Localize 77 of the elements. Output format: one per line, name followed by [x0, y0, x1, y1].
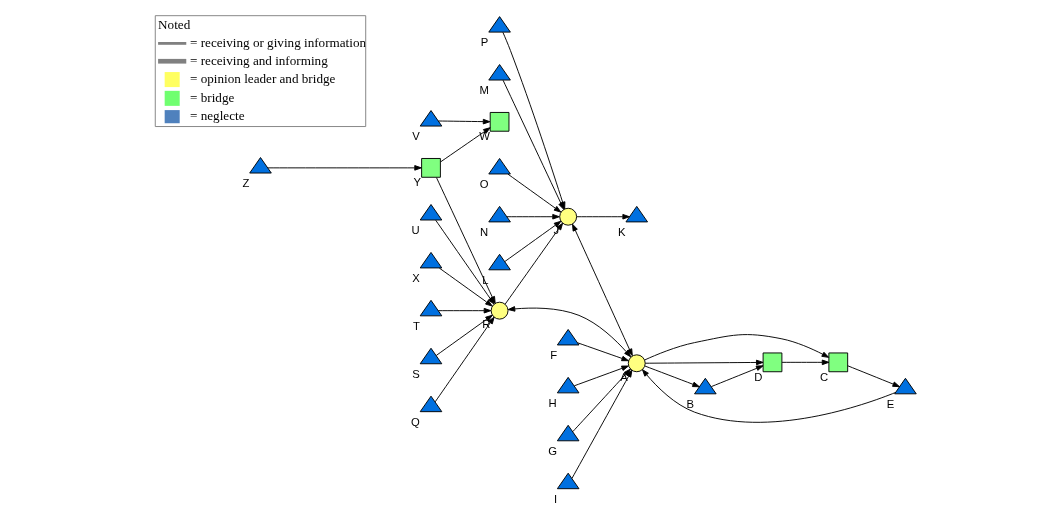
arrow — [504, 220, 562, 262]
node-label: D — [754, 370, 763, 383]
node-triangle — [488, 16, 511, 33]
node-label: L — [482, 273, 489, 286]
arrow — [440, 127, 491, 163]
node-triangle — [488, 253, 511, 271]
arrow — [437, 118, 491, 125]
arrow — [507, 306, 632, 358]
node-label: S — [412, 367, 420, 380]
node-triangle — [419, 110, 443, 127]
node-label: P — [480, 36, 489, 49]
legend-label: = neglecte — [190, 108, 245, 124]
node-triangle — [556, 376, 580, 394]
arrow — [434, 316, 495, 403]
node-triangle — [419, 204, 443, 221]
node-label: Y — [413, 176, 422, 189]
node-box — [762, 352, 783, 373]
arrow — [504, 222, 564, 305]
node-box — [421, 158, 441, 178]
node-label: B — [686, 398, 695, 410]
node-triangle — [488, 64, 511, 81]
node-label: E — [886, 398, 895, 410]
arrow — [644, 359, 764, 366]
arrow — [781, 359, 830, 366]
node-triangle — [419, 395, 443, 413]
arrow — [506, 213, 560, 220]
arrow — [642, 369, 896, 423]
arrow — [710, 365, 764, 388]
legend-label: = receiving or giving information — [190, 34, 367, 50]
node-box — [489, 111, 510, 132]
node-label: N — [480, 226, 489, 239]
node-triangle — [249, 157, 272, 174]
node-triangle — [625, 205, 648, 223]
arrow — [576, 213, 630, 220]
node-label: V — [412, 130, 420, 143]
node-label: T — [413, 320, 420, 333]
node-label: I — [553, 492, 558, 505]
legend-label: = receiving and informing — [190, 52, 328, 68]
node-triangle — [419, 299, 443, 317]
node-label: R — [482, 318, 491, 331]
node-label: W — [479, 130, 490, 143]
node-triangle — [556, 329, 580, 346]
node-label: Z — [242, 177, 250, 190]
arrow — [644, 365, 700, 388]
node-triangle — [419, 251, 443, 269]
arrow — [435, 314, 493, 356]
node-label: O — [479, 178, 489, 191]
arrow — [572, 223, 633, 357]
node-triangle — [488, 158, 511, 175]
arrow — [847, 365, 900, 388]
node-box — [828, 352, 849, 373]
node-triangle — [556, 424, 580, 442]
arrow — [644, 334, 830, 361]
node-label: K — [617, 226, 626, 239]
label: Noted — [158, 17, 191, 33]
arrow — [507, 173, 562, 213]
node-label: J — [553, 224, 560, 237]
arrow — [437, 307, 492, 314]
node-label: C — [820, 370, 829, 383]
node-label: F — [550, 349, 558, 362]
legend-label: = opinion leader and bridge — [190, 71, 336, 87]
node-label: G — [548, 444, 558, 457]
node-circle — [490, 301, 509, 320]
node-circle — [559, 207, 578, 226]
node-label: Q — [411, 415, 420, 428]
node-label: X — [412, 272, 420, 285]
node-triangle — [488, 205, 511, 223]
arrow — [267, 165, 422, 171]
node-circle — [627, 354, 646, 373]
node-label: U — [411, 224, 420, 237]
node-label: M — [479, 84, 489, 97]
node-triangle — [419, 347, 443, 365]
node-triangle — [694, 377, 717, 395]
arrow — [577, 342, 629, 362]
legend-label: = bridge — [190, 89, 235, 105]
node-triangle — [556, 472, 580, 490]
node-label: H — [548, 397, 557, 410]
